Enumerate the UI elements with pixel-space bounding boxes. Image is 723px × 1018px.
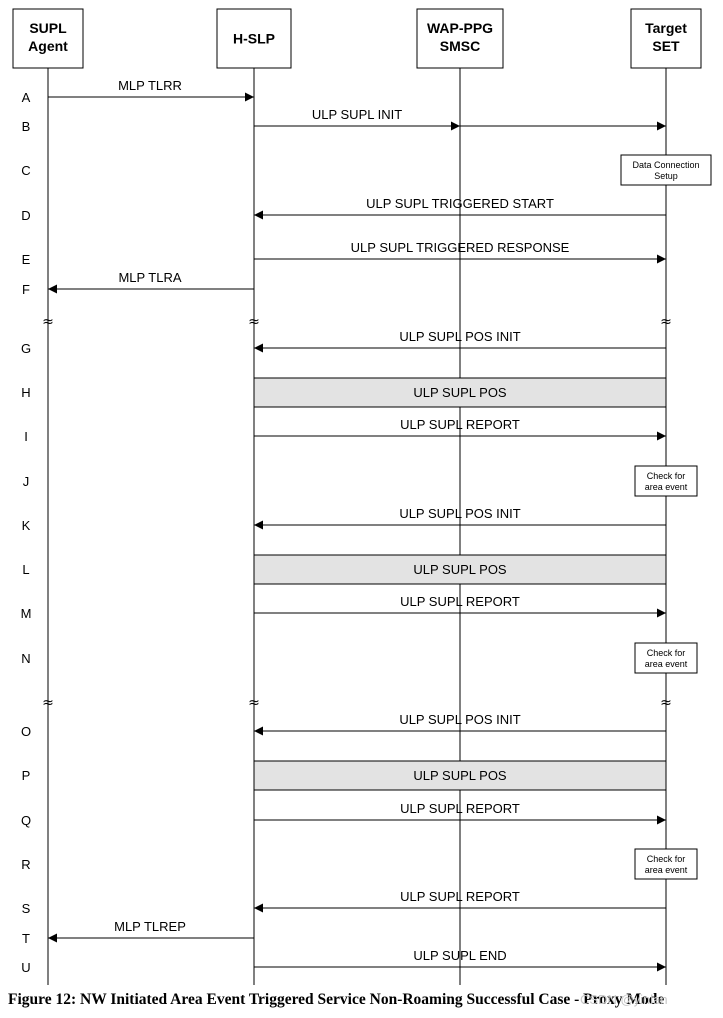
actor-box <box>12 8 84 69</box>
step-label: A <box>22 90 31 105</box>
step-a: A MLP TLRR <box>22 78 254 105</box>
step-label: I <box>24 429 28 444</box>
actor-label: WAP-PPG <box>427 20 493 36</box>
step-m: M ULP SUPL REPORT <box>21 594 666 621</box>
pos-session-label: ULP SUPL POS <box>413 385 507 400</box>
time-break-marker: ≈ <box>660 695 672 711</box>
message-label-mlp-tlrep: MLP TLREP <box>114 919 186 934</box>
note-label: Check for <box>647 471 686 481</box>
message-label-mlp-tlrr: MLP TLRR <box>118 78 182 93</box>
step-label: R <box>21 857 30 872</box>
actor-wap: WAP-PPG SMSC <box>416 8 504 69</box>
step-label: J <box>23 474 30 489</box>
message-label-ulp-supl-pos-init: ULP SUPL POS INIT <box>399 506 520 521</box>
actor-box <box>416 8 504 69</box>
step-label: B <box>22 119 31 134</box>
message-label-ulp-supl-pos-init: ULP SUPL POS INIT <box>399 712 520 727</box>
step-label: T <box>22 931 30 946</box>
pos-session-label: ULP SUPL POS <box>413 768 507 783</box>
step-t: T MLP TLREP <box>22 919 254 946</box>
time-break-marker: ≈ <box>248 695 260 711</box>
actor-label: SMSC <box>440 38 480 54</box>
message-label-ulp-supl-triggered-start: ULP SUPL TRIGGERED START <box>366 196 554 211</box>
step-d: D ULP SUPL TRIGGERED START <box>21 196 666 223</box>
step-b: B ULP SUPL INIT <box>22 107 666 134</box>
step-o: O ULP SUPL POS INIT <box>21 712 666 739</box>
step-g: G ULP SUPL POS INIT <box>21 329 666 356</box>
watermark: CSDN @yinlan <box>580 992 668 1007</box>
step-label: O <box>21 724 31 739</box>
note-box <box>634 848 698 880</box>
step-label: C <box>21 163 30 178</box>
step-p: P ULP SUPL POS <box>22 760 667 791</box>
step-label: F <box>22 282 30 297</box>
actor-hslp: H-SLP <box>216 8 292 69</box>
step-l: L ULP SUPL POS <box>22 554 667 585</box>
note-box <box>634 465 698 497</box>
step-label: D <box>21 208 30 223</box>
message-label-ulp-supl-report: ULP SUPL REPORT <box>400 417 520 432</box>
time-break-marker: ≈ <box>42 314 54 330</box>
note-label: Check for <box>647 648 686 658</box>
step-label: G <box>21 341 31 356</box>
step-i: I ULP SUPL REPORT <box>24 417 666 444</box>
note-box <box>620 154 712 186</box>
step-label: U <box>21 960 30 975</box>
actor-label: SET <box>652 38 680 54</box>
step-label: P <box>22 768 31 783</box>
note-label: area event <box>645 659 688 669</box>
step-label: S <box>22 901 31 916</box>
step-k: K ULP SUPL POS INIT <box>22 506 666 533</box>
note-label: area event <box>645 482 688 492</box>
note-label: Data Connection <box>632 160 699 170</box>
step-label: L <box>22 562 29 577</box>
actor-label: SUPL <box>29 20 67 36</box>
step-q: Q ULP SUPL REPORT <box>21 801 666 828</box>
message-label-ulp-supl-pos-init: ULP SUPL POS INIT <box>399 329 520 344</box>
step-u: U ULP SUPL END <box>21 948 666 975</box>
step-s: S ULP SUPL REPORT <box>22 889 666 916</box>
message-label-ulp-supl-report: ULP SUPL REPORT <box>400 889 520 904</box>
step-label: M <box>21 606 32 621</box>
time-break-marker: ≈ <box>248 314 260 330</box>
step-f: F MLP TLRA <box>22 270 254 297</box>
step-label: K <box>22 518 31 533</box>
message-label-ulp-supl-triggered-response: ULP SUPL TRIGGERED RESPONSE <box>351 240 570 255</box>
note-label: Setup <box>654 171 678 181</box>
pos-session-box <box>253 377 667 408</box>
pos-session-box <box>253 760 667 791</box>
message-label-ulp-supl-report: ULP SUPL REPORT <box>400 801 520 816</box>
pos-session-label: ULP SUPL POS <box>413 562 507 577</box>
actor-label: Target <box>645 20 687 36</box>
step-label: H <box>21 385 30 400</box>
time-break-marker: ≈ <box>660 314 672 330</box>
step-e: E ULP SUPL TRIGGERED RESPONSE <box>22 240 666 267</box>
step-label: E <box>22 252 31 267</box>
message-label-ulp-supl-init: ULP SUPL INIT <box>312 107 402 122</box>
step-label: N <box>21 651 30 666</box>
figure-caption: Figure 12: NW Initiated Area Event Trigg… <box>8 991 665 1008</box>
message-label-mlp-tlra: MLP TLRA <box>118 270 181 285</box>
actor-label: H-SLP <box>233 31 275 47</box>
message-label-ulp-supl-end: ULP SUPL END <box>413 948 506 963</box>
note-label: area event <box>645 865 688 875</box>
step-h: H ULP SUPL POS <box>21 377 667 408</box>
step-label: Q <box>21 813 31 828</box>
note-label: Check for <box>647 854 686 864</box>
note-box <box>634 642 698 674</box>
actor-box <box>216 8 292 69</box>
pos-session-box <box>253 554 667 585</box>
actor-agent: SUPL Agent <box>12 8 84 69</box>
time-break-marker: ≈ <box>42 695 54 711</box>
actor-label: Agent <box>28 38 68 54</box>
message-label-ulp-supl-report: ULP SUPL REPORT <box>400 594 520 609</box>
actor-box <box>630 8 702 69</box>
